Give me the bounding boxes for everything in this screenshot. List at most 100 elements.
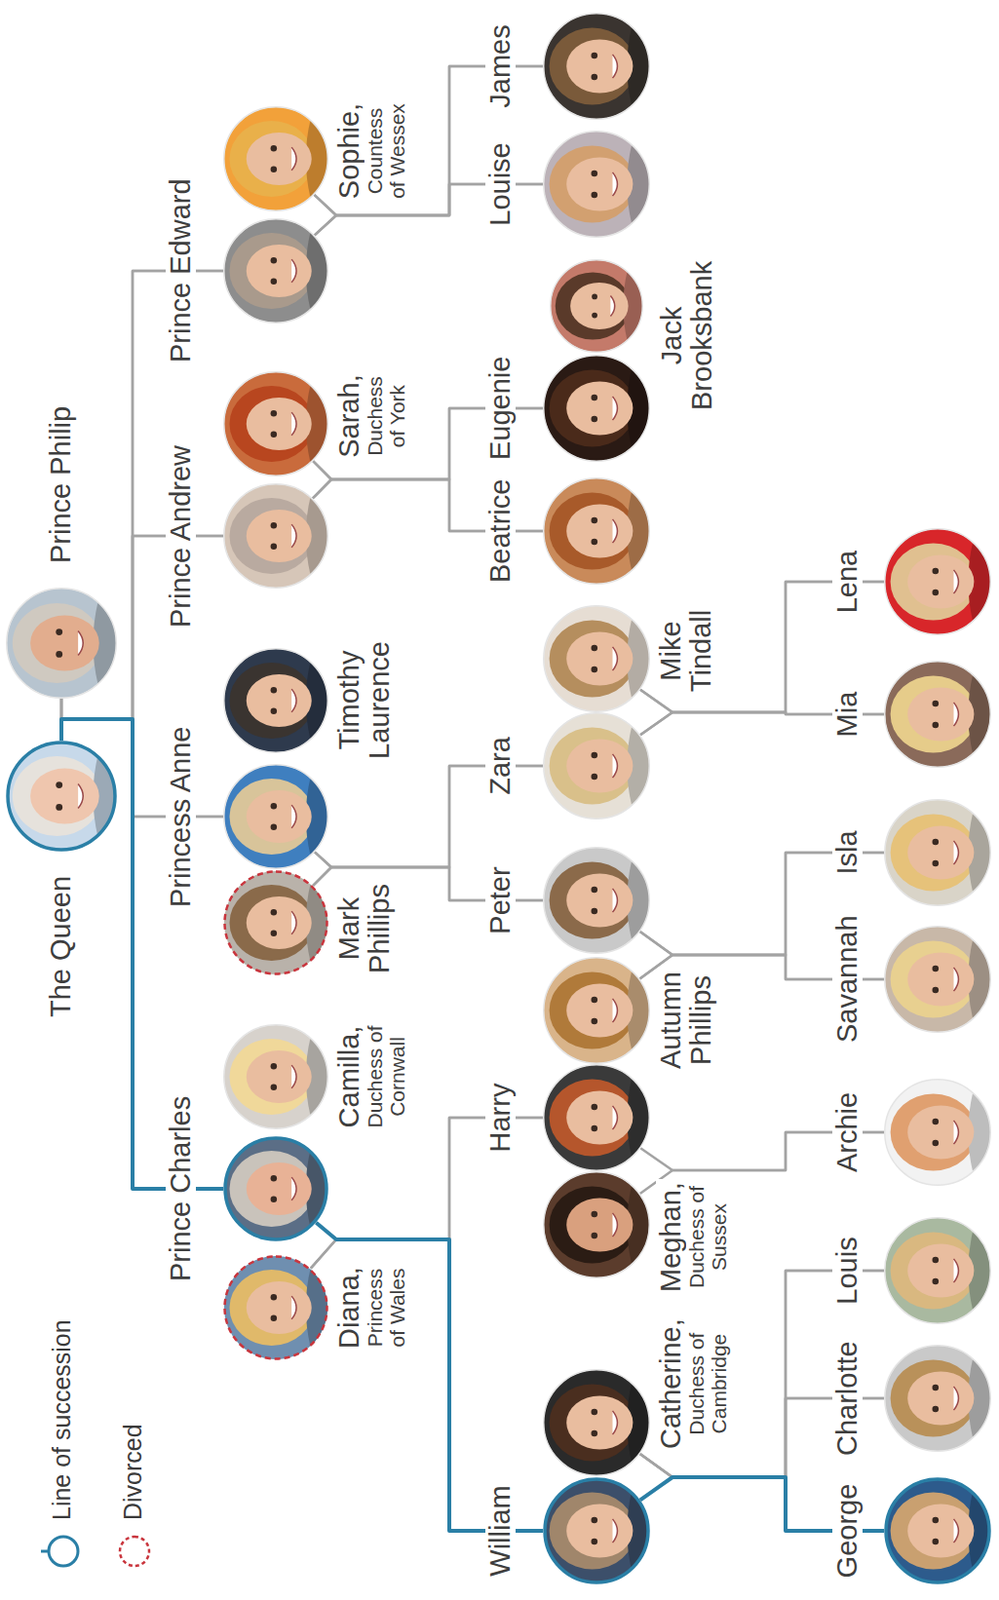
name-block: Eugenie [485,353,516,463]
portrait-ring [543,958,651,1065]
smile [291,412,297,436]
portrait-photo [223,218,329,324]
person-node: Zara [485,712,651,820]
hair [229,884,313,961]
portrait-ring [224,648,329,753]
eye [55,804,63,811]
legend-stem [40,1550,49,1554]
smile [954,841,960,865]
portrait-frame [542,1369,651,1477]
portrait [542,605,651,713]
portrait-ring [885,1479,990,1583]
name-block: Louis [832,1233,863,1307]
person-node: Catherine,Duchess of Cambridge [542,1354,731,1492]
hair [230,1151,314,1228]
eye [270,824,277,831]
eye [591,908,599,916]
portrait-photo [223,371,329,477]
name-block: Mia [832,689,863,741]
face [246,896,312,950]
portrait [223,648,329,754]
hair [890,1360,977,1438]
name-block: Prince Philip [45,403,77,567]
portrait-frame [542,1477,651,1585]
face [908,1106,975,1160]
eye [591,192,599,199]
photo-ground [223,764,329,870]
person-title: Countess of Wessex [364,99,409,203]
smile [613,1106,618,1130]
person-name: Prince Charles [165,1093,196,1285]
portrait-photo [542,1064,651,1172]
eye [270,431,277,438]
eye [932,1384,940,1392]
portrait-ring [884,661,992,769]
person-node: Eugenie [485,353,651,463]
face [246,244,312,298]
photo-ground [223,648,329,754]
eye [55,651,63,658]
portrait [883,1078,992,1187]
smile [954,702,960,727]
eye [270,1175,277,1182]
smile [954,1259,960,1283]
person-node: James [485,12,651,120]
name-block: Louise [485,139,516,229]
hair [549,1492,636,1570]
portrait [883,660,992,769]
photo-ground [223,371,329,477]
photo-ground [223,1024,329,1130]
eye [591,1538,599,1546]
legend-circle [48,1536,78,1567]
person-name: Prince Edward [165,175,196,366]
portrait-ring [225,1257,328,1360]
portrait-photo [883,799,992,907]
smile [77,783,83,808]
name-block: Princess Anne [165,724,196,911]
portrait-photo [223,870,329,976]
person-name: Eugenie [485,353,516,463]
eye [591,645,599,653]
photo-ground [883,1477,992,1585]
person-node: Mark Phillips [223,870,396,976]
portrait-photo [223,648,329,754]
eye [591,52,599,60]
legend-item: Divorced [111,1423,154,1574]
smile [613,1519,618,1543]
hair [890,1492,977,1570]
portrait-frame [223,1255,329,1361]
portrait [223,1255,329,1361]
person-node: Lena [832,528,992,636]
face [908,1244,975,1299]
face [566,1396,633,1451]
portrait-photo [883,660,992,769]
photo-ground [549,259,644,353]
face [908,555,975,610]
portrait-frame [883,660,992,769]
person-node: George [832,1477,992,1585]
person-name: Peter [485,863,516,937]
eye [591,1125,599,1133]
photo-ground [883,799,992,907]
face [566,984,633,1038]
person-name: Jack Brooksbank [656,258,719,414]
person-node: William [485,1477,651,1585]
portrait [549,259,644,353]
portrait-photo [542,477,651,585]
photo-ground [542,1477,651,1585]
portrait-frame [223,106,329,212]
eye [591,170,599,178]
person-node: Autumn Phillips [542,957,718,1065]
portrait [223,764,329,870]
photo-ground [542,130,651,238]
person-node: Timothy Laurence [223,638,396,763]
face [567,157,634,212]
portrait [883,1344,992,1453]
person-node: Harry [485,1064,651,1172]
person-name: Prince Philip [45,403,77,567]
person-node: The Queen [5,740,117,1021]
photo-ground [542,12,651,120]
portrait-ring [550,260,644,353]
eye [270,707,277,714]
portrait [542,354,651,462]
